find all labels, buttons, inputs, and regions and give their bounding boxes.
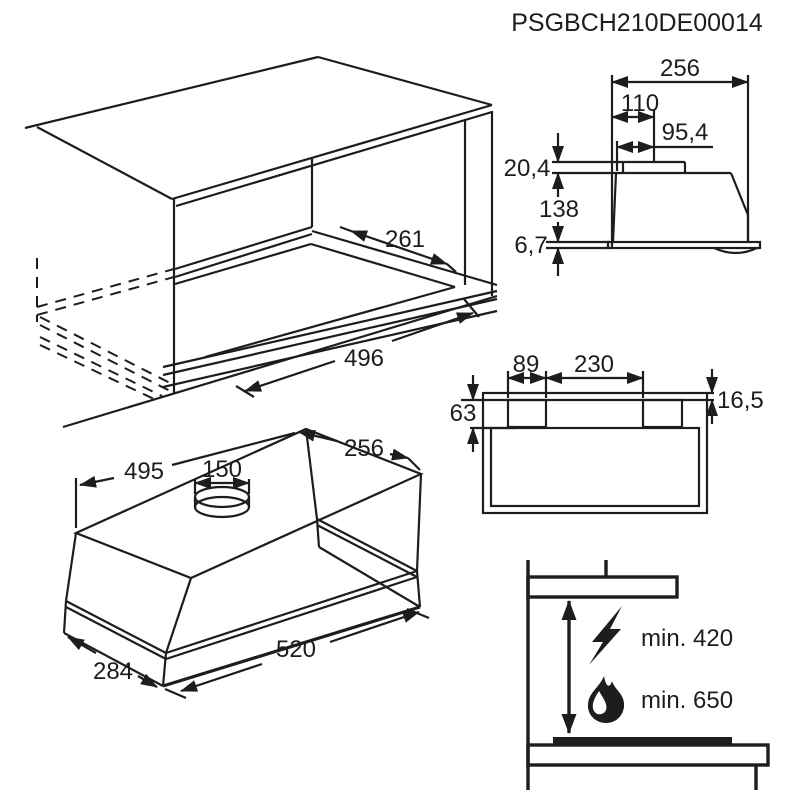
dim-base-width: 520: [276, 636, 316, 663]
dim-bracket-width: 89: [513, 351, 540, 378]
dim-duct-offset: 95,4: [662, 119, 709, 146]
side-dimension-view: 256 110 95,4 20,4 138 6,7: [504, 55, 762, 276]
dim-flange-height: 20,4: [504, 155, 551, 182]
cabinet-cutout-view: 261 496: [24, 55, 498, 429]
dim-duct-diameter: 150: [202, 456, 242, 483]
dim-bracket-gap: 230: [574, 351, 614, 378]
hood-isometric-view: 495 150 256 520 284: [62, 427, 430, 700]
dim-side-depth: 256: [660, 55, 700, 82]
dim-plate-thickness: 6,7: [514, 232, 547, 259]
dim-duct-center: 110: [621, 90, 659, 117]
dim-base-depth: 284: [93, 658, 133, 685]
flame-icon: [587, 676, 625, 723]
dim-body-height: 138: [539, 196, 579, 223]
dim-cutout-width: 496: [344, 345, 384, 372]
dim-top-edge: 16,5: [717, 387, 764, 414]
bracket-front-view: 89 230 63 16,5: [450, 351, 764, 515]
model-number: PSGBCH210DE00014: [511, 9, 763, 37]
lamp-bulge: [713, 246, 758, 255]
dim-body-width: 495: [124, 458, 164, 485]
duct-outlet: [193, 485, 251, 519]
counter-outline: [526, 743, 770, 767]
dim-cutout-depth: 261: [385, 226, 425, 253]
lightning-icon: [589, 606, 622, 665]
mounting-bracket-right: [641, 398, 684, 429]
dim-body-depth: 256: [344, 435, 384, 462]
flame-inner-notch: [592, 691, 607, 715]
gas-clearance-label: min. 650: [641, 687, 733, 714]
mounting-bracket-left: [506, 398, 548, 429]
cooktop-surface: [553, 737, 732, 745]
clearance-diagram: min. 420 min. 650: [526, 560, 770, 790]
hood-bottom-outline: [526, 575, 679, 599]
electric-clearance-label: min. 420: [641, 625, 733, 652]
dim-bracket-height: 63: [450, 400, 477, 427]
